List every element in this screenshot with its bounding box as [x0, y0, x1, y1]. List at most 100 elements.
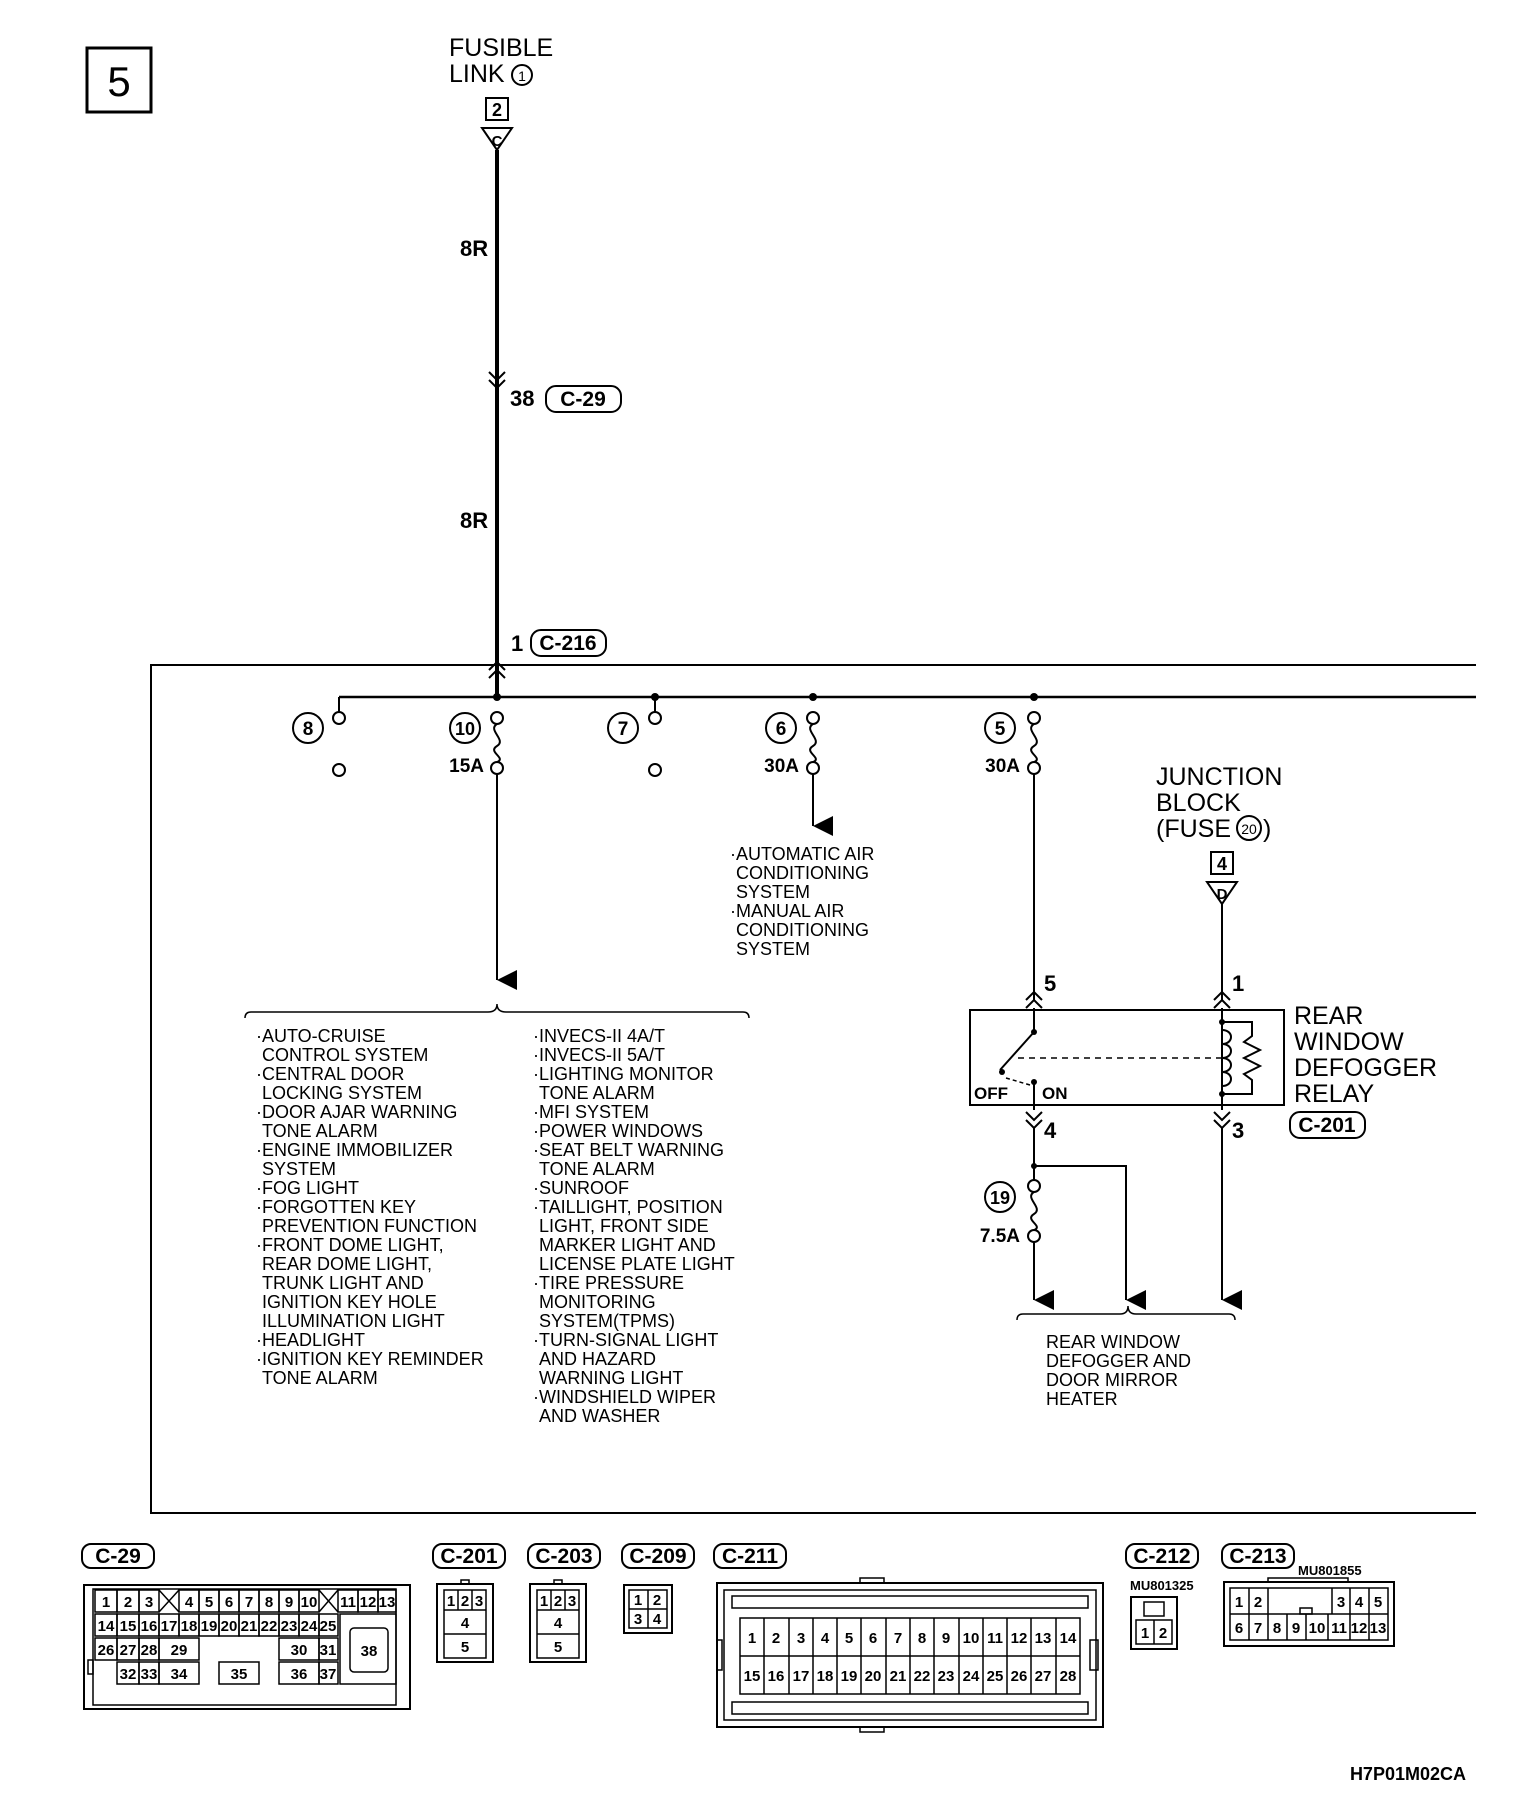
c209-view-name: C-209 — [629, 1545, 686, 1568]
sys2-line-7: ·SEAT BELT WARNING — [533, 1140, 724, 1160]
fusible-link-connector-letter: C — [492, 133, 503, 150]
c29-pin-27: 27 — [120, 1642, 137, 1659]
c212-pin-2: 2 — [1159, 1625, 1167, 1642]
junction-block-fuse-label: JUNCTION BLOCK (FUSE 20 ) 4 D — [1156, 763, 1282, 1000]
c29-pin-20: 20 — [221, 1618, 238, 1635]
c211-pin-1: 1 — [748, 1630, 756, 1647]
connector-view-c211: C-211 1 2 3 4 5 6 7 8 9 10 11 12 — [713, 1543, 1104, 1733]
c29-pin-28: 28 — [141, 1642, 158, 1659]
sys1-line-14: TRUNK LIGHT AND — [262, 1273, 424, 1293]
c29-pin-18: 18 — [181, 1618, 198, 1635]
sys2-line-1: ·INVECS-II 4A/T — [533, 1026, 665, 1046]
c211-pin-15: 15 — [744, 1668, 761, 1685]
c29-pin-32: 32 — [120, 1666, 137, 1683]
c29-pin-37: 37 — [320, 1666, 337, 1683]
jb-fuse-circle: 20 — [1241, 821, 1257, 837]
sys1-line-8: SYSTEM — [262, 1159, 336, 1179]
connector-view-c201: C-201 1 2 3 4 5 — [432, 1543, 506, 1663]
c29-pin-16: 16 — [141, 1618, 158, 1635]
c211-pin-18: 18 — [817, 1668, 834, 1685]
fuse-7-number: 7 — [618, 719, 629, 740]
junction-block-outline — [150, 664, 1476, 1514]
relay-title-3: DEFOGGER — [1294, 1054, 1437, 1082]
c29-pin-2: 2 — [124, 1594, 132, 1611]
c201-pin-5: 5 — [461, 1639, 469, 1656]
c213-view-name: C-213 — [1229, 1545, 1286, 1568]
connector-view-c29: C-29 1 2 3 4 5 6 7 8 — [81, 1543, 411, 1710]
relay-pin-3: 3 — [1232, 1118, 1244, 1143]
rear-output-line-1: REAR WINDOW — [1046, 1332, 1180, 1352]
fusible-link: FUSIBLE LINK 1 2 C — [449, 34, 553, 152]
c211-pin-7: 7 — [894, 1630, 902, 1647]
diagram-number: 5 — [107, 58, 130, 105]
fuse-8: 8 — [292, 697, 346, 777]
sys2-line-17: ·TURN-SIGNAL LIGHT — [533, 1330, 718, 1350]
sys2-line-15: MONITORING — [539, 1292, 656, 1312]
fusible-link-circle-number: 1 — [518, 68, 526, 84]
c211-pin-17: 17 — [793, 1668, 810, 1685]
c213-pin-9: 9 — [1292, 1620, 1300, 1637]
diagram-number-box: 5 — [85, 46, 153, 114]
jb-line-3-suffix: ) — [1263, 815, 1271, 843]
ac-systems-list: ·AUTOMATIC AIR CONDITIONING SYSTEM ·MANU… — [730, 844, 874, 959]
sys2-line-6: ·POWER WINDOWS — [533, 1121, 703, 1141]
c213-pin-3: 3 — [1337, 1594, 1345, 1611]
fuse-5-number: 5 — [995, 719, 1006, 740]
fuse-10: 10 15A — [449, 711, 517, 990]
c213-pin-11: 11 — [1331, 1620, 1347, 1637]
sys1-line-17: ·HEADLIGHT — [256, 1330, 365, 1350]
sys2-line-3: ·LIGHTING MONITOR — [533, 1064, 714, 1084]
relay-on-label: ON — [1042, 1084, 1068, 1103]
fuse-5-rating: 30A — [985, 756, 1020, 777]
c29-pin-4: 4 — [185, 1594, 194, 1611]
fusible-link-label-line2: LINK — [449, 60, 505, 88]
c212-part-number: MU801325 — [1130, 1578, 1194, 1593]
c213-pin-2: 2 — [1254, 1594, 1262, 1611]
c211-pin-9: 9 — [942, 1630, 950, 1647]
sys1-line-11: PREVENTION FUNCTION — [262, 1216, 477, 1236]
c211-pin-25: 25 — [987, 1668, 1004, 1685]
sys1-line-12: ·FRONT DOME LIGHT, — [256, 1235, 444, 1255]
c211-pin-19: 19 — [841, 1668, 858, 1685]
c29-pin-25: 25 — [320, 1618, 337, 1635]
c211-pin-11: 11 — [987, 1630, 1003, 1647]
c201-pin-2: 2 — [461, 1593, 469, 1610]
relay-title-4: RELAY — [1294, 1080, 1374, 1108]
c29-pin-1: 1 — [102, 1594, 110, 1611]
c213-pin-5: 5 — [1374, 1594, 1382, 1611]
sys2-line-18: AND HAZARD — [539, 1349, 656, 1369]
c203-pin-2: 2 — [554, 1593, 562, 1610]
c216-pin-number: 1 — [511, 631, 523, 656]
fusible-link-connector-number: 2 — [492, 100, 502, 120]
c29-pin-9: 9 — [285, 1594, 293, 1611]
fuse-6-rating: 30A — [764, 756, 799, 777]
sys2-line-2: ·INVECS-II 5A/T — [533, 1045, 665, 1065]
c29-pin-number: 38 — [510, 386, 534, 411]
wire-color-top: 8R — [460, 236, 488, 261]
c29-pin-21: 21 — [241, 1618, 258, 1635]
c29-pin-35: 35 — [231, 1666, 248, 1683]
sys2-line-10: ·TAILLIGHT, POSITION — [533, 1197, 723, 1217]
c209-pin-4: 4 — [653, 1611, 662, 1628]
jb-line-2: BLOCK — [1156, 789, 1241, 817]
sys1-line-7: ·ENGINE IMMOBILIZER — [256, 1140, 453, 1160]
inline-connector-c29: 38 C-29 — [488, 371, 622, 413]
c29-pin-24: 24 — [301, 1618, 318, 1635]
c211-pin-12: 12 — [1011, 1630, 1028, 1647]
c29-pin-38: 38 — [361, 1643, 378, 1660]
c29-pin-13: 13 — [379, 1594, 396, 1611]
sys2-line-19: WARNING LIGHT — [539, 1368, 683, 1388]
fuse-5: 5 30A — [984, 711, 1041, 1000]
c211-pin-28: 28 — [1060, 1668, 1077, 1685]
sys1-line-2: CONTROL SYSTEM — [262, 1045, 428, 1065]
sys2-line-8: TONE ALARM — [539, 1159, 655, 1179]
sys2-line-9: ·SUNROOF — [533, 1178, 629, 1198]
ac-line-2: CONDITIONING — [736, 863, 869, 883]
ac-line-6: SYSTEM — [736, 939, 810, 959]
systems-column-1: ·AUTO-CRUISE CONTROL SYSTEM ·CENTRAL DOO… — [256, 1026, 484, 1388]
jb-connector-number: 4 — [1217, 854, 1227, 874]
relay-connector-name: C-201 — [1298, 1114, 1356, 1137]
fusible-link-circle — [511, 64, 533, 86]
jb-line-1: JUNCTION — [1156, 763, 1282, 791]
